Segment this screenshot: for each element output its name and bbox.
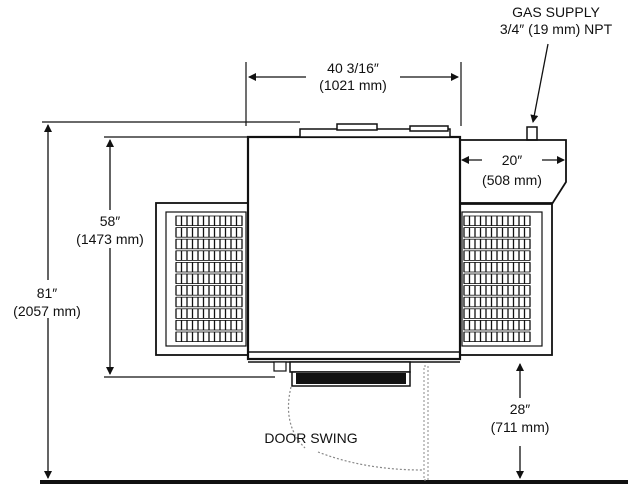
- height-total-metric-label: (2057 mm): [13, 303, 81, 319]
- gas-supply-size-label: 3/4″ (19 mm) NPT: [500, 21, 613, 37]
- floor-clearance-imperial-label: 28″: [510, 401, 531, 417]
- top-cap: [409, 125, 449, 132]
- left-foot: [273, 361, 287, 372]
- door-swing-label: DOOR SWING: [264, 430, 357, 446]
- door-swing-track: [423, 365, 429, 481]
- door: [289, 361, 411, 387]
- left-louver-panel: [155, 202, 249, 356]
- height-body-imperial-label: 58″: [100, 213, 121, 229]
- door-swing-arc-right: [317, 451, 423, 471]
- side-width-metric-label: (508 mm): [482, 172, 542, 188]
- right-louver-panel: [459, 202, 553, 356]
- width-metric-label: (1021 mm): [319, 77, 387, 93]
- gas-supply-label: GAS SUPPLY: [512, 4, 600, 20]
- main-body: [246, 135, 462, 361]
- gas-inlet-stub: [526, 126, 538, 141]
- floor-clearance-metric-label: (711 mm): [491, 419, 550, 435]
- side-width-imperial-label: 20″: [502, 152, 523, 168]
- width-imperial-label: 40 3/16″: [327, 60, 379, 76]
- height-total-imperial-label: 81″: [37, 285, 58, 301]
- height-body-metric-label: (1473 mm): [76, 231, 144, 247]
- gas-supply-arrow: [530, 43, 549, 123]
- top-vent: [336, 123, 378, 131]
